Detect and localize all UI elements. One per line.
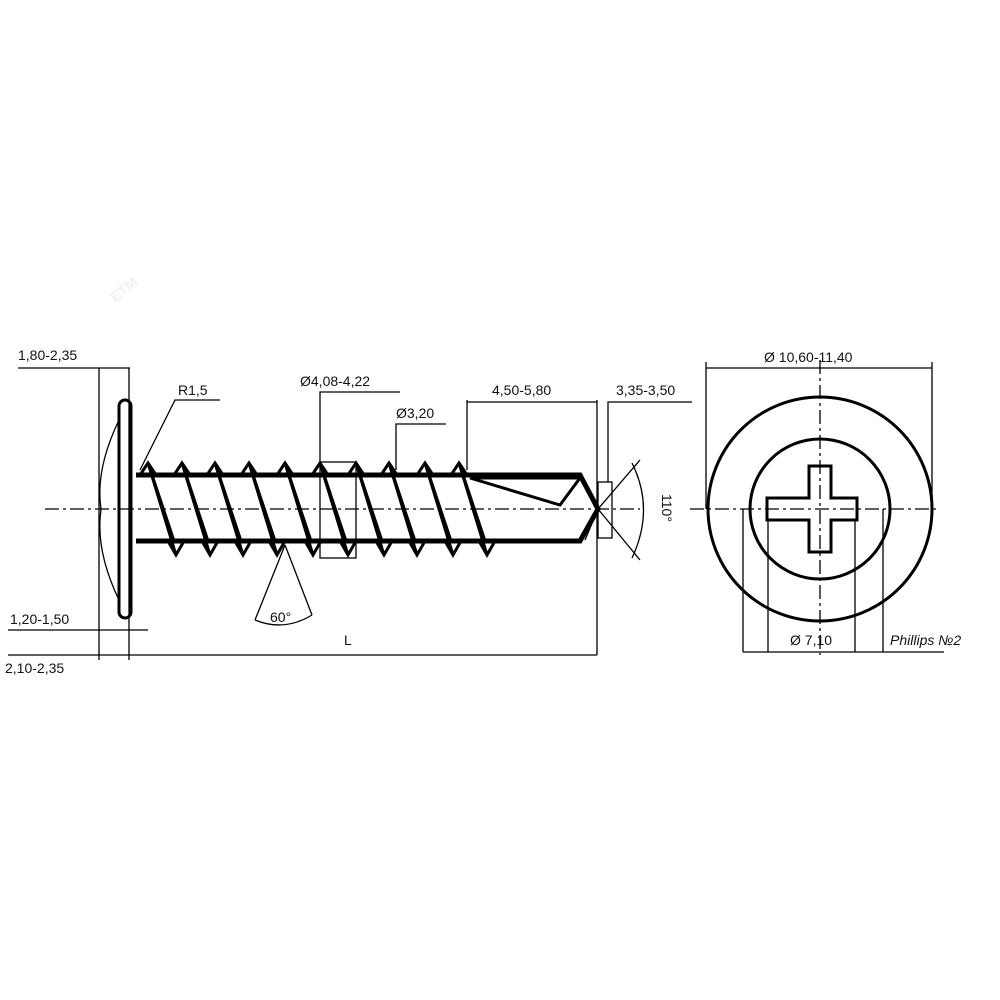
thread-turn xyxy=(379,460,427,559)
thread-turn xyxy=(205,460,253,559)
inner-diameter-label: Ø 7,10 xyxy=(790,632,832,648)
drill-length-label: 4,50-5,80 xyxy=(492,382,551,398)
thread-turn xyxy=(172,460,220,559)
thread-angle-arc xyxy=(254,544,313,626)
head-dome xyxy=(99,419,120,601)
drill-diameter-label: 3,35-3,50 xyxy=(616,382,675,398)
radius-label: R1,5 xyxy=(178,382,208,398)
thread-turn xyxy=(275,460,323,559)
leader xyxy=(319,391,400,462)
head-thickness-label: 1,80-2,35 xyxy=(18,347,77,363)
point-angle-arc xyxy=(597,459,645,561)
thread-turn xyxy=(138,460,186,559)
leader xyxy=(607,401,692,482)
leader xyxy=(139,399,220,471)
core-diameter-label: Ø3,20 xyxy=(396,405,434,421)
end-view: Ø 10,60-11,40 Ø 7,10 Phillips №2 xyxy=(690,349,961,655)
length-label: L xyxy=(344,632,352,648)
thread-diameter-label: Ø4,08-4,22 xyxy=(300,373,370,389)
thread-angle-label: 60° xyxy=(270,609,291,625)
watermark-logo: ETM xyxy=(107,274,140,305)
thread-section xyxy=(319,461,357,559)
leader xyxy=(395,423,446,470)
side-view: 1,80-2,35 R1,5 Ø4,08-4,22 Ø3,20 4,50-5,8… xyxy=(5,347,692,676)
drive-label: Phillips №2 xyxy=(890,632,961,648)
phillips-cross-icon xyxy=(765,464,859,554)
washer-head xyxy=(117,398,133,620)
thread-turn xyxy=(449,460,497,559)
drill-flute xyxy=(469,476,583,507)
thread-turn xyxy=(415,460,463,559)
head-diameter-label: Ø 10,60-11,40 xyxy=(764,349,853,365)
total-head-height-label: 2,10-2,35 xyxy=(5,660,64,676)
thread-turn xyxy=(239,460,287,559)
washer-thickness-label: 1,20-1,50 xyxy=(10,611,69,627)
point-angle-label: 110° xyxy=(659,494,675,522)
